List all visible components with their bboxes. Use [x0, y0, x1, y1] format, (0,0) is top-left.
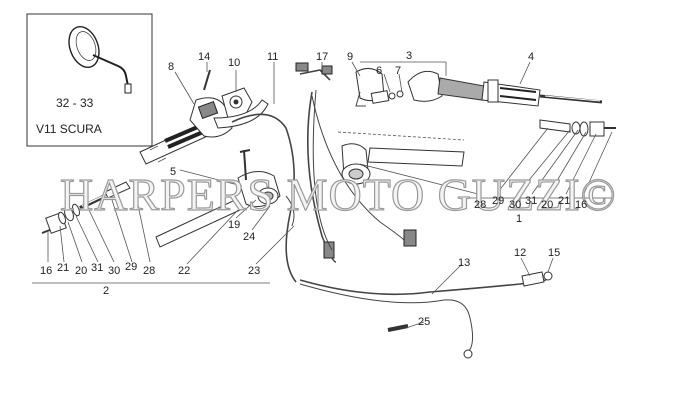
callout-2: 2	[103, 285, 109, 297]
left-series-28: 28	[143, 265, 155, 277]
callout-19: 19	[228, 219, 240, 231]
mirror-icon	[68, 25, 132, 94]
callout-7: 7	[395, 65, 401, 77]
right-series-20: 20	[541, 199, 553, 211]
callout-6: 6	[376, 65, 382, 77]
wiring-harness	[295, 62, 417, 263]
callout-5: 5	[170, 166, 176, 178]
callout-15: 15	[548, 247, 560, 259]
callout-3: 3	[406, 50, 412, 62]
callout-11: 11	[267, 51, 278, 63]
callout-22: 22	[178, 265, 190, 277]
callout-24: 24	[243, 231, 255, 243]
left-series-21: 21	[57, 262, 69, 274]
callout-25: 25	[418, 316, 430, 328]
inset-part-range: 32 - 33	[56, 96, 94, 110]
left-bar-end-parts	[41, 181, 131, 234]
callout-1: 1	[516, 213, 522, 225]
right-series-30: 30	[509, 199, 521, 211]
callout-13: 13	[458, 257, 470, 269]
callout-17: 17	[316, 51, 328, 63]
center-bar-and-bracket	[155, 149, 295, 248]
right-series-16: 16	[575, 199, 587, 211]
right-series-29: 29	[492, 195, 504, 207]
left-series-30: 30	[108, 265, 120, 277]
inset-model-name: V11 SCURA	[36, 122, 102, 136]
right-series-31: 31	[525, 195, 537, 207]
right-series-21: 21	[558, 195, 570, 207]
callout-14: 14	[198, 51, 210, 63]
left-series-labels: 16 21 20 31 30 29 28	[40, 261, 155, 277]
callout-10: 10	[228, 57, 240, 69]
callout-12: 12	[514, 247, 526, 259]
left-handlebar-assembly	[139, 69, 269, 165]
right-series-labels: 28 29 30 31 20 21 16	[474, 195, 587, 211]
watermark: HARPERS MOTO GUZZI©	[60, 169, 617, 220]
right-bar-section	[337, 131, 465, 185]
inset-box: 32 - 33 V11 SCURA	[26, 13, 153, 147]
left-series-29: 29	[125, 261, 137, 273]
right-bar-end-parts	[539, 119, 616, 137]
callout-9: 9	[347, 51, 353, 63]
callout-8: 8	[168, 61, 174, 73]
callout-23: 23	[248, 265, 260, 277]
right-series-28: 28	[474, 199, 486, 211]
left-series-31: 31	[91, 262, 103, 274]
right-handlebar-assembly	[355, 68, 603, 107]
left-series-20: 20	[75, 265, 87, 277]
cable-11	[231, 113, 297, 283]
cable-13	[299, 271, 553, 359]
leader-lines	[32, 61, 613, 329]
callout-labels: 14 10 8 11 17 9 3 6 7 4 5 19 24 13 12 15…	[103, 50, 560, 328]
left-series-16: 16	[40, 265, 52, 277]
callout-4: 4	[528, 51, 534, 63]
